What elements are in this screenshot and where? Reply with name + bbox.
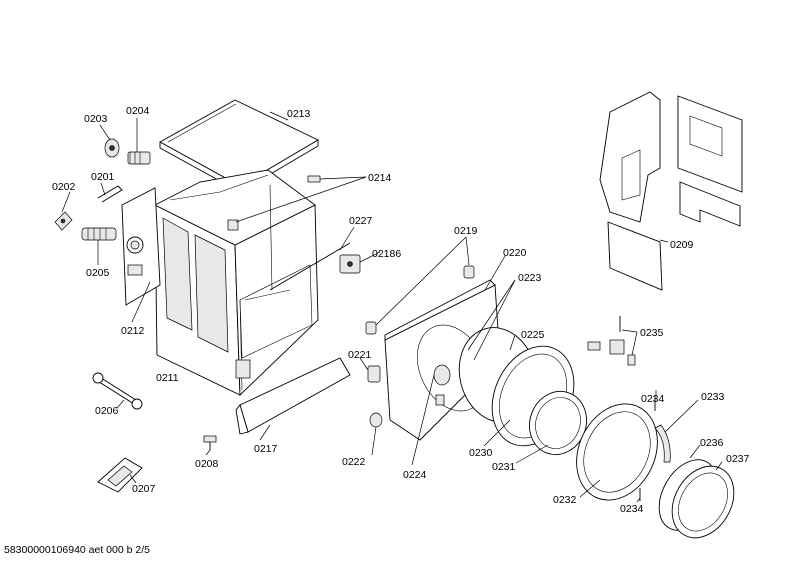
part-0219b [365, 321, 377, 335]
cabinet-housing-0211 [154, 169, 319, 397]
document-id-footer: 58300000106940 aet 000 b 2/5 [4, 544, 150, 556]
spanner-0206 [92, 372, 143, 410]
label-0219: 0219 [454, 225, 478, 237]
label-0209: 0209 [670, 239, 694, 251]
tray-0207 [97, 457, 143, 493]
part-labels: 0213 0204 0203 0201 0202 0205 0212 0211 … [52, 105, 750, 515]
part-0203 [104, 138, 120, 158]
plinth-0217 [235, 357, 351, 435]
label-0234-lower: 0234 [620, 503, 644, 515]
part-0205 [81, 227, 117, 241]
label-0205: 0205 [86, 267, 110, 279]
part-0222 [369, 412, 383, 428]
part-0201 [97, 185, 123, 203]
label-0206: 0206 [95, 405, 119, 417]
label-0236: 0236 [700, 437, 724, 449]
label-0227: 0227 [349, 215, 373, 227]
door-glass-0237 [671, 465, 735, 539]
label-02186: 02186 [372, 248, 401, 260]
hinge-0235 [587, 316, 636, 366]
insulation-0209 [599, 91, 743, 291]
label-0207: 0207 [132, 483, 156, 495]
front-panel-0220 [384, 279, 501, 441]
label-0220: 0220 [503, 247, 527, 259]
label-0212: 0212 [121, 325, 145, 337]
label-0231: 0231 [492, 461, 516, 473]
label-0237: 0237 [726, 453, 750, 465]
part-0204 [127, 151, 151, 165]
label-0221: 0221 [348, 349, 372, 361]
label-0222: 0222 [342, 456, 366, 468]
label-0204: 0204 [126, 105, 150, 117]
leader-lines [61, 111, 723, 503]
part-02186 [339, 254, 361, 274]
label-0202: 0202 [52, 181, 76, 193]
part-0202 [54, 211, 73, 231]
label-0234-upper: 0234 [641, 393, 665, 405]
label-0208: 0208 [195, 458, 219, 470]
part-0221 [367, 365, 381, 383]
label-0230: 0230 [469, 447, 493, 459]
foot-0208 [203, 435, 217, 450]
door-frame-0232 [576, 403, 658, 501]
label-0214: 0214 [368, 172, 392, 184]
rear-panel-0212 [121, 187, 161, 306]
label-0201: 0201 [91, 171, 115, 183]
bar-0227 [269, 242, 351, 291]
label-0235: 0235 [640, 327, 664, 339]
label-0225: 0225 [521, 329, 545, 341]
label-0233: 0233 [701, 391, 725, 403]
label-0223: 0223 [518, 272, 542, 284]
label-0213: 0213 [287, 108, 311, 120]
label-0203: 0203 [84, 113, 108, 125]
label-0211: 0211 [156, 372, 179, 384]
label-0232: 0232 [553, 494, 577, 506]
label-0217: 0217 [254, 443, 278, 455]
label-0224: 0224 [403, 469, 427, 481]
part-0219 [463, 265, 475, 279]
